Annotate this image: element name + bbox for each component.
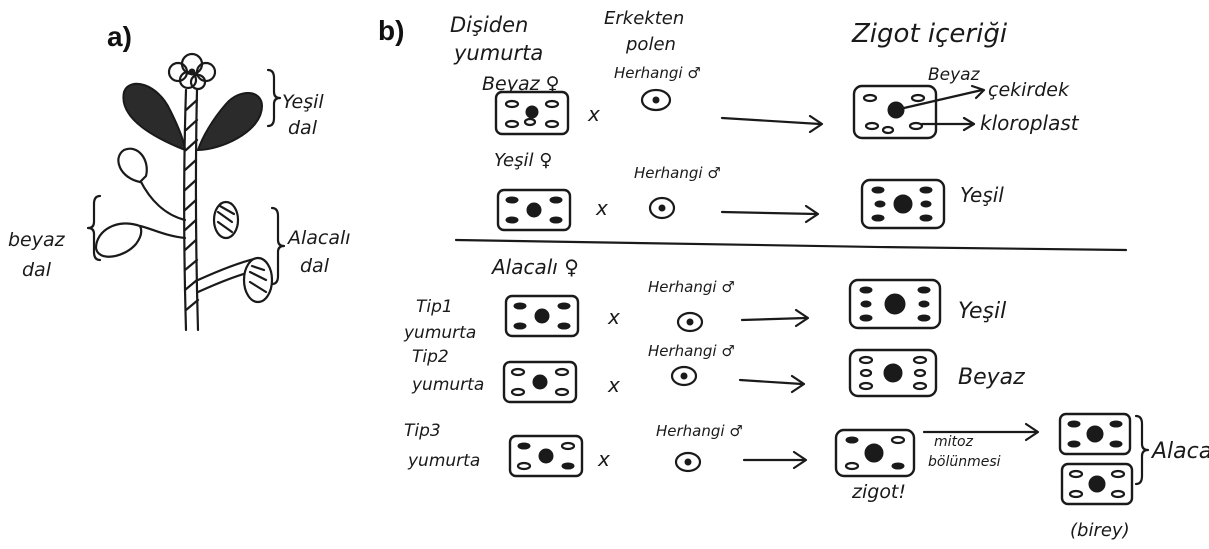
- pointer-nucleus: [902, 88, 984, 110]
- cross-sign-2: x: [595, 196, 608, 220]
- arrow-tip2: [738, 378, 804, 386]
- plant-drawing: [94, 52, 274, 332]
- pollen-4: [670, 365, 698, 387]
- flower-cluster: [167, 52, 217, 91]
- pollen-3: [676, 311, 704, 333]
- main-stem: [183, 88, 200, 332]
- label-green-result: Yeşil: [960, 183, 1004, 207]
- white-leaf-upper: [117, 147, 148, 184]
- label-white-branch-1: beyaz: [8, 229, 66, 251]
- tip2-label-2: yumurta: [411, 375, 484, 395]
- green-leaf-right: [196, 92, 264, 152]
- cross-sign-5: x: [597, 447, 610, 471]
- label-any-male-3: Herhangi ♂: [648, 278, 735, 296]
- tip2-label-1: Tip2: [412, 347, 449, 367]
- label-chloroplast: kloroplast: [980, 111, 1080, 135]
- label-green-branch-1: Yeşil: [282, 91, 324, 113]
- white-branch-stem: [138, 178, 187, 222]
- panel-label-a: a): [107, 21, 132, 52]
- arrow-tip1: [740, 316, 808, 322]
- variegated-leaf-upper: [212, 200, 240, 240]
- label-any-male-5: Herhangi ♂: [656, 422, 743, 440]
- tip2-result: Beyaz: [958, 365, 1025, 390]
- tip3-note: (birey): [1070, 520, 1130, 541]
- tip3-division-1: mitoz: [934, 434, 974, 450]
- header-female-2: yumurta: [453, 41, 543, 65]
- pollen-5: [674, 451, 702, 473]
- nucleus: [525, 105, 539, 119]
- cross-sign-1: x: [587, 102, 600, 126]
- tip3-label-1: Tip3: [404, 421, 441, 441]
- header-male-1: Erkekten: [604, 8, 684, 29]
- cross-sign-3: x: [607, 305, 620, 329]
- arrow-1: [720, 116, 822, 126]
- pollen-2: [648, 196, 676, 220]
- cross-sign-4: x: [607, 373, 620, 397]
- tip3-zygote-label: zigot!: [851, 481, 906, 503]
- tip1-label-2: yumurta: [403, 323, 476, 343]
- arrow-2: [720, 210, 818, 216]
- pollen-1: [640, 88, 672, 112]
- brace-green: [266, 68, 282, 128]
- header-zygote: Zigot içeriği: [851, 19, 1008, 49]
- green-leaf-left: [122, 82, 187, 152]
- brace-variegated-result: [1134, 414, 1150, 486]
- brace-variegated: [270, 206, 286, 286]
- header-female-1: Dişiden: [450, 13, 528, 37]
- white-leaf-lower: [94, 222, 143, 258]
- tip1-result: Yeşil: [958, 299, 1006, 324]
- divider-line: [454, 238, 1128, 252]
- label-white-top-result: Beyaz: [928, 65, 981, 85]
- label-green-branch-2: dal: [288, 117, 318, 139]
- label-green-female: Yeşil ♀: [494, 150, 552, 171]
- label-white-branch-2: dal: [22, 259, 52, 281]
- label-any-male-2: Herhangi ♂: [634, 164, 721, 182]
- label-any-male-1: Herhangi ♂: [614, 64, 701, 82]
- label-variegated-branch-1: Alacalı: [286, 227, 351, 249]
- label-white-female: Beyaz ♀: [482, 73, 560, 95]
- panel-label-b: b): [378, 15, 404, 46]
- tip3-division-2: bölünmesi: [928, 454, 1001, 470]
- tip1-label-1: Tip1: [416, 297, 453, 317]
- tip3-result: Alaca: [1150, 439, 1209, 464]
- label-nucleus: çekirdek: [988, 79, 1070, 101]
- zygote-nucleus: [887, 101, 905, 119]
- brace-white: [86, 194, 102, 262]
- label-variegated-female: Alacalı ♀: [490, 255, 579, 279]
- label-variegated-branch-2: dal: [300, 255, 330, 277]
- label-any-male-4: Herhangi ♂: [648, 342, 735, 360]
- header-male-2: polen: [625, 34, 676, 55]
- variegated-leaf-lower: [242, 256, 274, 304]
- tip3-label-2: yumurta: [407, 451, 480, 471]
